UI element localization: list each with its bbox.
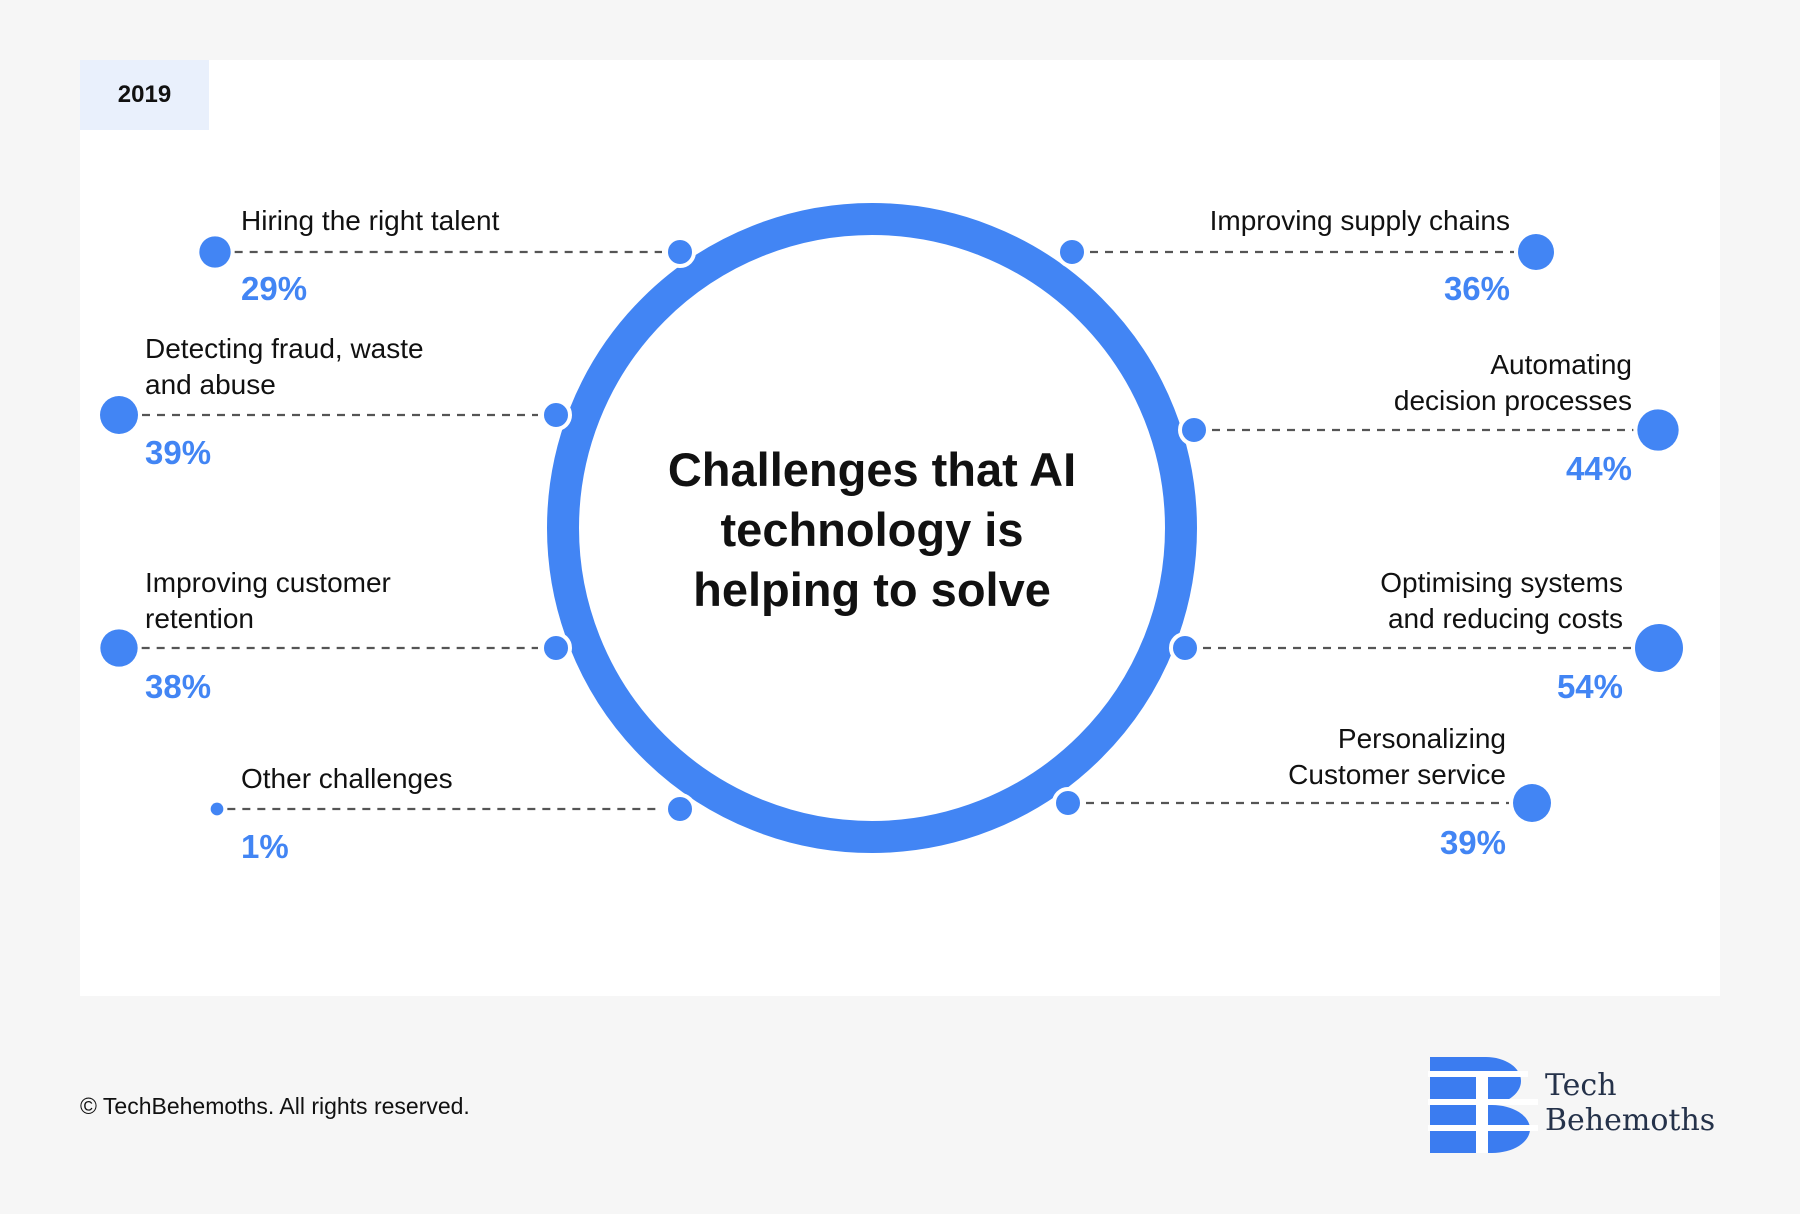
challenge-label: Automating [1490,349,1632,380]
value-dot [100,396,138,434]
value-dot [1518,234,1554,270]
ring-node [664,236,696,268]
challenge-label: Optimising systems [1380,567,1623,598]
ring-node [1052,787,1084,819]
copyright-text: © TechBehemoths. All rights reserved. [80,1093,470,1119]
value-dot [210,802,224,816]
challenge-value: 44% [1566,450,1632,487]
challenge-label: Hiring the right talent [241,205,500,236]
challenge-value: 54% [1557,668,1623,705]
ring-node [540,399,572,431]
challenge-value: 38% [145,668,211,705]
ring-node [1178,414,1210,446]
brand-line-2: Behemoths [1545,1103,1716,1138]
challenge-value: 39% [145,434,211,471]
challenge-label: Customer service [1288,759,1506,790]
brand-line-1: Tech [1545,1068,1617,1103]
center-ring [547,203,1197,853]
challenge-callout: Optimising systems and reducing costs 54% [1169,567,1683,705]
challenge-label: Personalizing [1338,723,1506,754]
ring-node [664,793,696,825]
chart-title-line: technology is [721,503,1024,556]
challenge-label: Detecting fraud, waste [145,333,424,364]
challenge-label: and reducing costs [1388,603,1623,634]
brand-name: Tech Behemoths [1545,1068,1715,1138]
ring-node [1169,632,1201,664]
value-dot [1513,784,1551,822]
year-tag: 2019 [80,60,209,130]
ring-node [540,632,572,664]
value-dot [1635,624,1683,672]
challenge-label: decision processes [1394,385,1632,416]
challenge-value: 39% [1440,824,1506,861]
ring-node [1056,236,1088,268]
value-dot [199,236,231,268]
challenge-callout: Hiring the right talent 29% [199,205,696,307]
techbehemoths-logo-icon [1428,1057,1538,1153]
value-dot [100,629,138,667]
challenge-label: Improving customer [145,567,391,598]
value-dot [1637,409,1679,451]
challenge-label: retention [145,603,254,634]
challenge-label: and abuse [145,369,276,400]
challenge-value: 36% [1444,270,1510,307]
challenge-value: 1% [241,828,289,865]
challenge-value: 29% [241,270,307,307]
challenge-callout: Automating decision processes 44% [1178,349,1679,487]
challenge-callout: Improving supply chains 36% [1056,205,1554,307]
chart-title: Challenges that AI technology is helping t… [668,443,1076,616]
challenge-callout: Improving customer retention 38% [100,567,572,705]
challenge-label: Other challenges [241,763,453,794]
chart-title-line: Challenges that AI [668,443,1076,496]
chart-title-line: helping to solve [693,563,1051,616]
challenge-label: Improving supply chains [1210,205,1510,236]
challenge-callout: Detecting fraud, waste and abuse 39% [100,333,572,471]
challenge-callout: Other challenges 1% [210,763,696,865]
